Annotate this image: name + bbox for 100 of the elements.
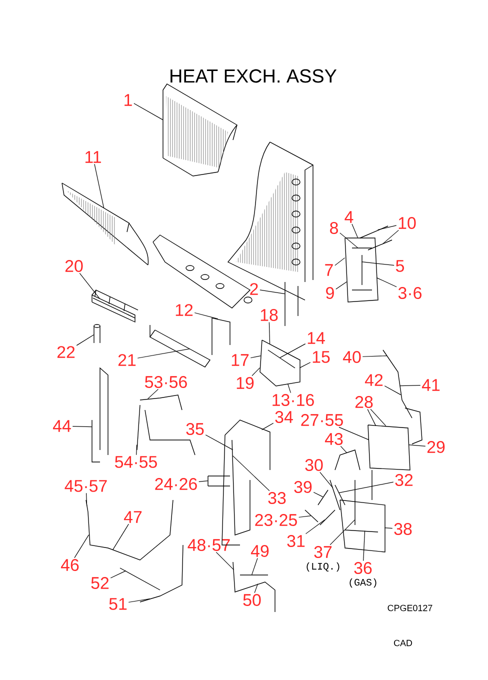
leader-line <box>216 552 234 570</box>
leader-line <box>408 444 426 446</box>
leader-line <box>362 262 394 266</box>
leader-line <box>86 492 88 506</box>
callout-number: 40 <box>342 351 361 363</box>
callout-number: 11 <box>86 151 101 163</box>
callout-number: 5 <box>396 260 404 272</box>
callout-number: 20 <box>65 260 83 272</box>
valve-drawing <box>344 226 392 302</box>
pipe-drawing <box>208 476 230 486</box>
callout-number: 9 <box>326 287 334 299</box>
leader-line <box>260 290 286 294</box>
bracket-drawing <box>149 324 211 368</box>
leader-line <box>382 230 399 244</box>
leader-line <box>137 348 190 358</box>
callout-number: 39 <box>294 481 312 493</box>
leader-line <box>288 384 291 394</box>
pipe-drawing <box>382 350 422 444</box>
leader-line <box>134 103 164 120</box>
leader-line <box>376 278 397 288</box>
callout-number: 19 <box>236 377 254 389</box>
leader-line <box>194 312 218 320</box>
leader-line <box>320 472 334 488</box>
leader-line <box>336 282 348 290</box>
pipe-drawing <box>212 318 230 356</box>
leader-line <box>232 456 270 492</box>
callout-number: 42 <box>364 374 383 386</box>
leader-line <box>76 334 94 346</box>
callout-number: 18 <box>260 309 278 321</box>
leader-line <box>367 408 376 426</box>
leader-line <box>250 356 262 358</box>
code-text: CAD <box>394 640 412 646</box>
callout-number: 44 <box>52 420 71 432</box>
leader-line <box>305 520 326 534</box>
leader-line <box>370 408 386 426</box>
callout-number: 24·26 <box>155 478 197 490</box>
callout-number: 51 <box>109 598 127 610</box>
leader-line <box>384 528 393 529</box>
callout-number: 45·57 <box>64 480 107 492</box>
leader-line <box>338 482 394 494</box>
callout-number: 49 <box>250 545 269 557</box>
leader-line <box>198 480 208 482</box>
leader-line <box>262 422 274 430</box>
leader-line <box>338 426 370 440</box>
leader-line <box>313 492 324 498</box>
callout-number: 48·57 <box>188 539 230 551</box>
leader-line <box>340 446 348 454</box>
callout-number: 41 <box>422 379 440 391</box>
callout-number: 43 <box>324 433 343 445</box>
bracket-drawing <box>92 290 138 323</box>
leader-line <box>363 530 366 562</box>
note-text: (GAS) <box>350 578 376 588</box>
pipe-drawing <box>92 367 108 462</box>
leader-line <box>378 225 397 230</box>
callout-number: 36 <box>354 562 372 574</box>
code-text: CPGE0127 <box>388 604 432 612</box>
callout-number: 46 <box>60 559 79 571</box>
leader-line <box>252 558 258 576</box>
callout-number: 22 <box>57 346 75 358</box>
callout-number: 12 <box>176 304 193 316</box>
callout-number: 14 <box>308 332 325 344</box>
leader-line <box>280 344 306 358</box>
callout-number: 2 <box>250 283 258 295</box>
callout-number: 13·16 <box>272 394 314 406</box>
leader-line <box>340 232 358 248</box>
callout-number: 34 <box>275 411 293 423</box>
leader-line <box>72 426 92 428</box>
leader-line <box>79 272 100 300</box>
pipe-drawing <box>86 500 174 560</box>
leader-line <box>110 570 126 578</box>
callout-number: 38 <box>394 523 412 535</box>
leader-line <box>136 444 138 456</box>
callout-number: 35 <box>186 423 204 435</box>
callout-number: 28 <box>355 396 373 408</box>
leader-line <box>128 598 150 603</box>
leader-line <box>252 368 260 376</box>
leader-line <box>330 520 356 546</box>
callout-number: 8 <box>330 222 338 234</box>
callout-number: 30 <box>305 459 323 471</box>
callout-number: 32 <box>395 474 413 486</box>
callout-number: 52 <box>91 577 109 589</box>
leader-line <box>74 534 90 558</box>
note-text: (LIQ.) <box>306 562 340 572</box>
leader-line <box>205 434 234 450</box>
leader-line <box>298 516 312 518</box>
leader-line <box>362 356 388 357</box>
callout-number: 37 <box>314 546 332 558</box>
title: HEAT EXCH. ASSY <box>170 69 337 83</box>
bracket-drawing <box>260 339 300 386</box>
leader-line <box>352 224 358 238</box>
leader-line <box>148 388 158 400</box>
callout-number: 10 <box>398 217 416 229</box>
callout-number: 7 <box>325 264 333 276</box>
leader-line <box>112 524 129 550</box>
leader-line <box>400 384 421 386</box>
callout-number: 31 <box>287 535 305 547</box>
leader-line <box>300 362 311 368</box>
callout-number: 15 <box>312 351 330 363</box>
leader-line <box>334 258 346 266</box>
pipe-drawing <box>232 562 276 612</box>
